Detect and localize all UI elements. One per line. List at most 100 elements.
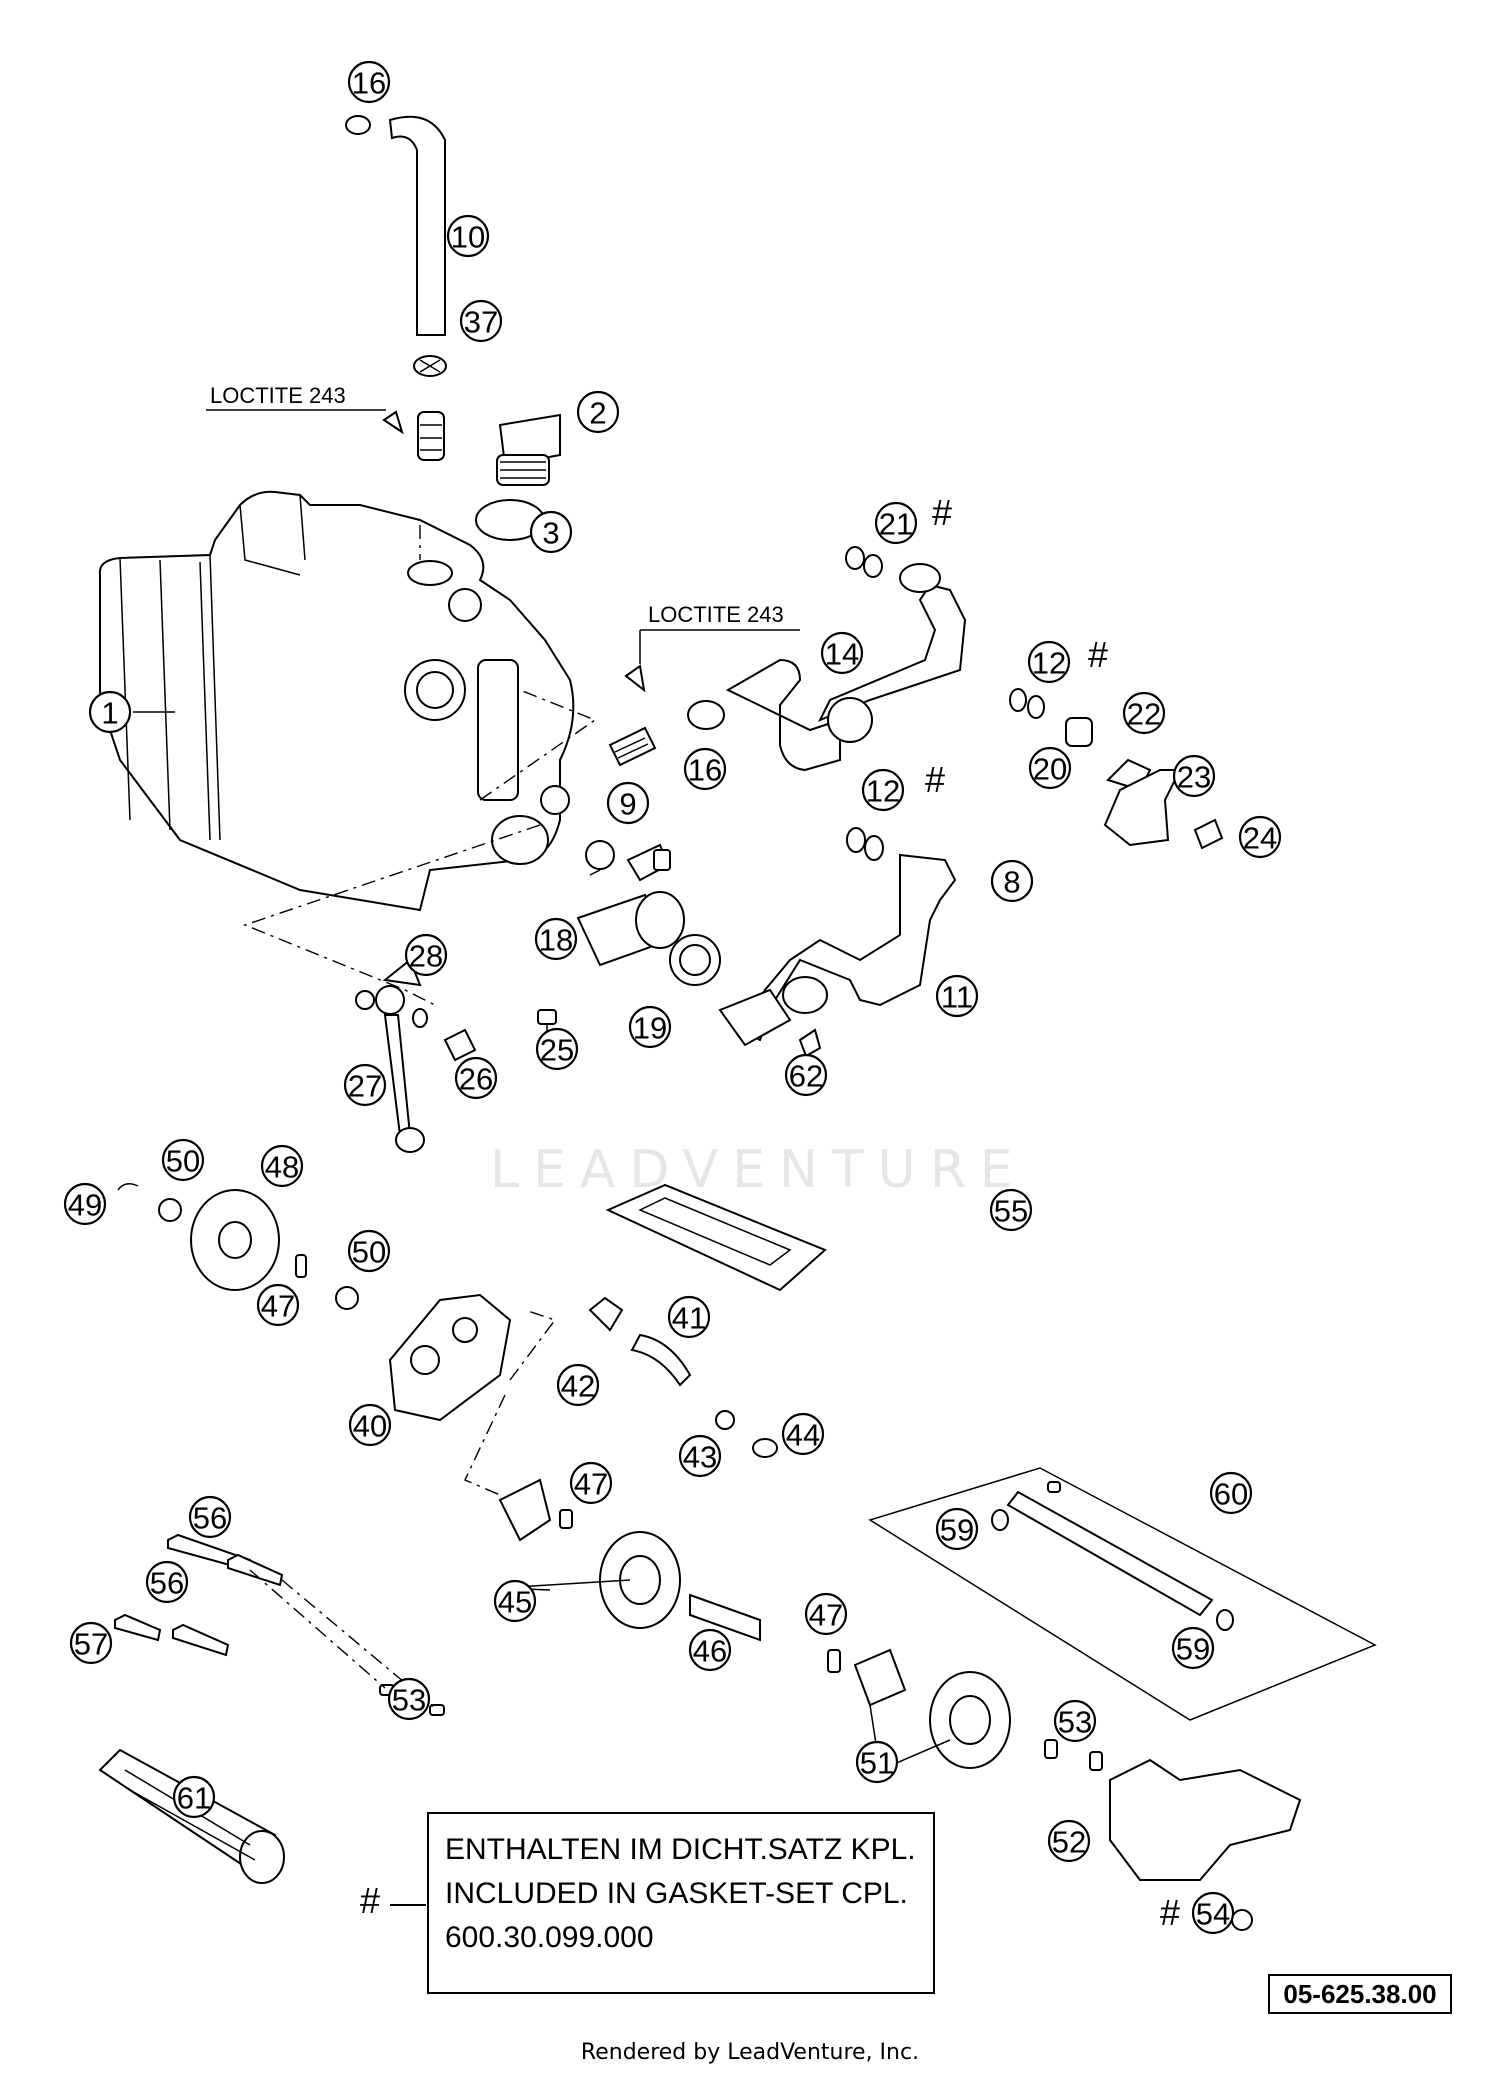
callout-47: 47	[569, 1461, 613, 1505]
callout-44: 44	[781, 1412, 825, 1456]
callout-52: 52	[1047, 1819, 1091, 1863]
callout-number: 12	[1032, 646, 1066, 681]
callout-number: 47	[574, 1467, 608, 1502]
callout-21: 21	[874, 501, 918, 545]
callout-number: 22	[1127, 697, 1161, 732]
callout-53: 53	[1053, 1699, 1097, 1743]
callout-46: 46	[688, 1628, 732, 1672]
callout-number: 28	[409, 939, 443, 974]
gasket-set-hash-mark: #	[932, 492, 952, 533]
callout-1: 1	[88, 690, 132, 734]
callout-number: 12	[866, 774, 900, 809]
callout-number: 2	[589, 396, 606, 431]
callout-number: 50	[352, 1235, 386, 1270]
callout-number: 43	[683, 1440, 717, 1475]
callout-number: 62	[789, 1059, 823, 1094]
callout-number: 9	[619, 787, 636, 822]
callout-number: 25	[540, 1033, 574, 1068]
gasket-set-note: ENTHALTEN IM DICHT.SATZ KPL. INCLUDED IN…	[427, 1812, 935, 1994]
callout-number: 59	[1176, 1632, 1210, 1667]
loctite-screw-fitting	[608, 629, 800, 767]
callout-10: 10	[446, 214, 490, 258]
callout-number: 44	[786, 1418, 820, 1453]
callout-26: 26	[454, 1056, 498, 1100]
callout-28: 28	[404, 933, 448, 977]
callout-56: 56	[145, 1560, 189, 1604]
callout-number: 53	[1058, 1705, 1092, 1740]
callout-number: 24	[1243, 821, 1277, 856]
callout-12: 12	[1027, 640, 1071, 684]
callout-9: 9	[606, 781, 650, 825]
callout-3: 3	[529, 510, 573, 554]
callout-14: 14	[820, 631, 864, 675]
gasket-set-hash-mark: #	[925, 759, 945, 800]
callout-45: 45	[493, 1579, 537, 1623]
diagram-reference-number: 05-625.38.00	[1268, 1974, 1452, 2014]
callout-19: 19	[628, 1005, 672, 1049]
callout-57: 57	[69, 1621, 113, 1665]
oil-line-upper	[687, 546, 967, 772]
callout-22: 22	[1122, 691, 1166, 735]
oil-screen	[605, 1183, 827, 1292]
bracket-parts	[1009, 688, 1224, 850]
callout-number: 48	[265, 1150, 299, 1185]
callout-number: 11	[941, 980, 973, 1015]
callout-number: 27	[348, 1069, 382, 1104]
pump-screws	[114, 1533, 445, 1716]
callout-number: 47	[261, 1289, 295, 1324]
callout-27: 27	[343, 1063, 387, 1107]
callout-24: 24	[1238, 815, 1282, 859]
oil-pump-housing	[1109, 1758, 1302, 1931]
callout-number: 47	[809, 1598, 843, 1633]
callout-51: 51	[855, 1740, 899, 1784]
callout-number: 55	[994, 1194, 1028, 1229]
note-line-2: INCLUDED IN GASKET-SET CPL.	[445, 1877, 908, 1910]
callout-56: 56	[188, 1495, 232, 1539]
callout-23: 23	[1172, 754, 1216, 798]
callout-number: 3	[542, 516, 559, 551]
callout-47: 47	[804, 1592, 848, 1636]
drain-screw-and-strainer	[576, 840, 721, 986]
callout-16: 16	[683, 747, 727, 791]
callout-2: 2	[576, 390, 620, 434]
callout-number: 14	[825, 637, 859, 672]
callout-37: 37	[459, 299, 503, 343]
pipe-kit-box	[868, 1467, 1377, 1721]
breather-hose	[345, 115, 447, 377]
callout-43: 43	[678, 1434, 722, 1478]
callout-47: 47	[256, 1283, 300, 1327]
callout-number: 16	[688, 753, 722, 788]
callout-number: 46	[693, 1634, 727, 1669]
note-line-3: 600.30.099.000	[445, 1921, 654, 1954]
callout-16: 16	[347, 60, 391, 104]
callout-number: 49	[68, 1188, 102, 1223]
callout-11: 11	[935, 974, 979, 1018]
callout-49: 49	[63, 1182, 107, 1226]
callout-61: 61	[172, 1775, 216, 1819]
callout-number: 61	[177, 1781, 211, 1816]
callout-8: 8	[990, 859, 1034, 903]
callout-59: 59	[935, 1507, 979, 1551]
note-line-1: ENTHALTEN IM DICHT.SATZ KPL.	[445, 1833, 916, 1866]
callout-59: 59	[1171, 1626, 1215, 1670]
callout-60: 60	[1209, 1471, 1253, 1515]
pump-gear	[117, 1183, 359, 1310]
callout-number: 19	[633, 1011, 667, 1046]
gasket-set-hash-mark: #	[1088, 634, 1108, 675]
callout-53: 53	[387, 1677, 431, 1721]
callout-number: 41	[672, 1301, 706, 1336]
callout-55: 55	[989, 1188, 1033, 1232]
callout-number: 53	[392, 1683, 426, 1718]
callout-40: 40	[348, 1403, 392, 1447]
oil-pump-cover	[388, 1293, 512, 1422]
callout-18: 18	[534, 917, 578, 961]
oil-filler-cap	[475, 413, 561, 541]
gasket-set-hash-mark: #	[1160, 1892, 1180, 1933]
callout-number: 60	[1214, 1477, 1248, 1512]
callout-number: 21	[879, 507, 913, 542]
callout-12: 12	[861, 768, 905, 812]
callout-number: 42	[561, 1369, 595, 1404]
callout-54: 54	[1191, 1891, 1235, 1935]
callout-number: 40	[353, 1409, 387, 1444]
callout-number: 16	[352, 66, 386, 101]
